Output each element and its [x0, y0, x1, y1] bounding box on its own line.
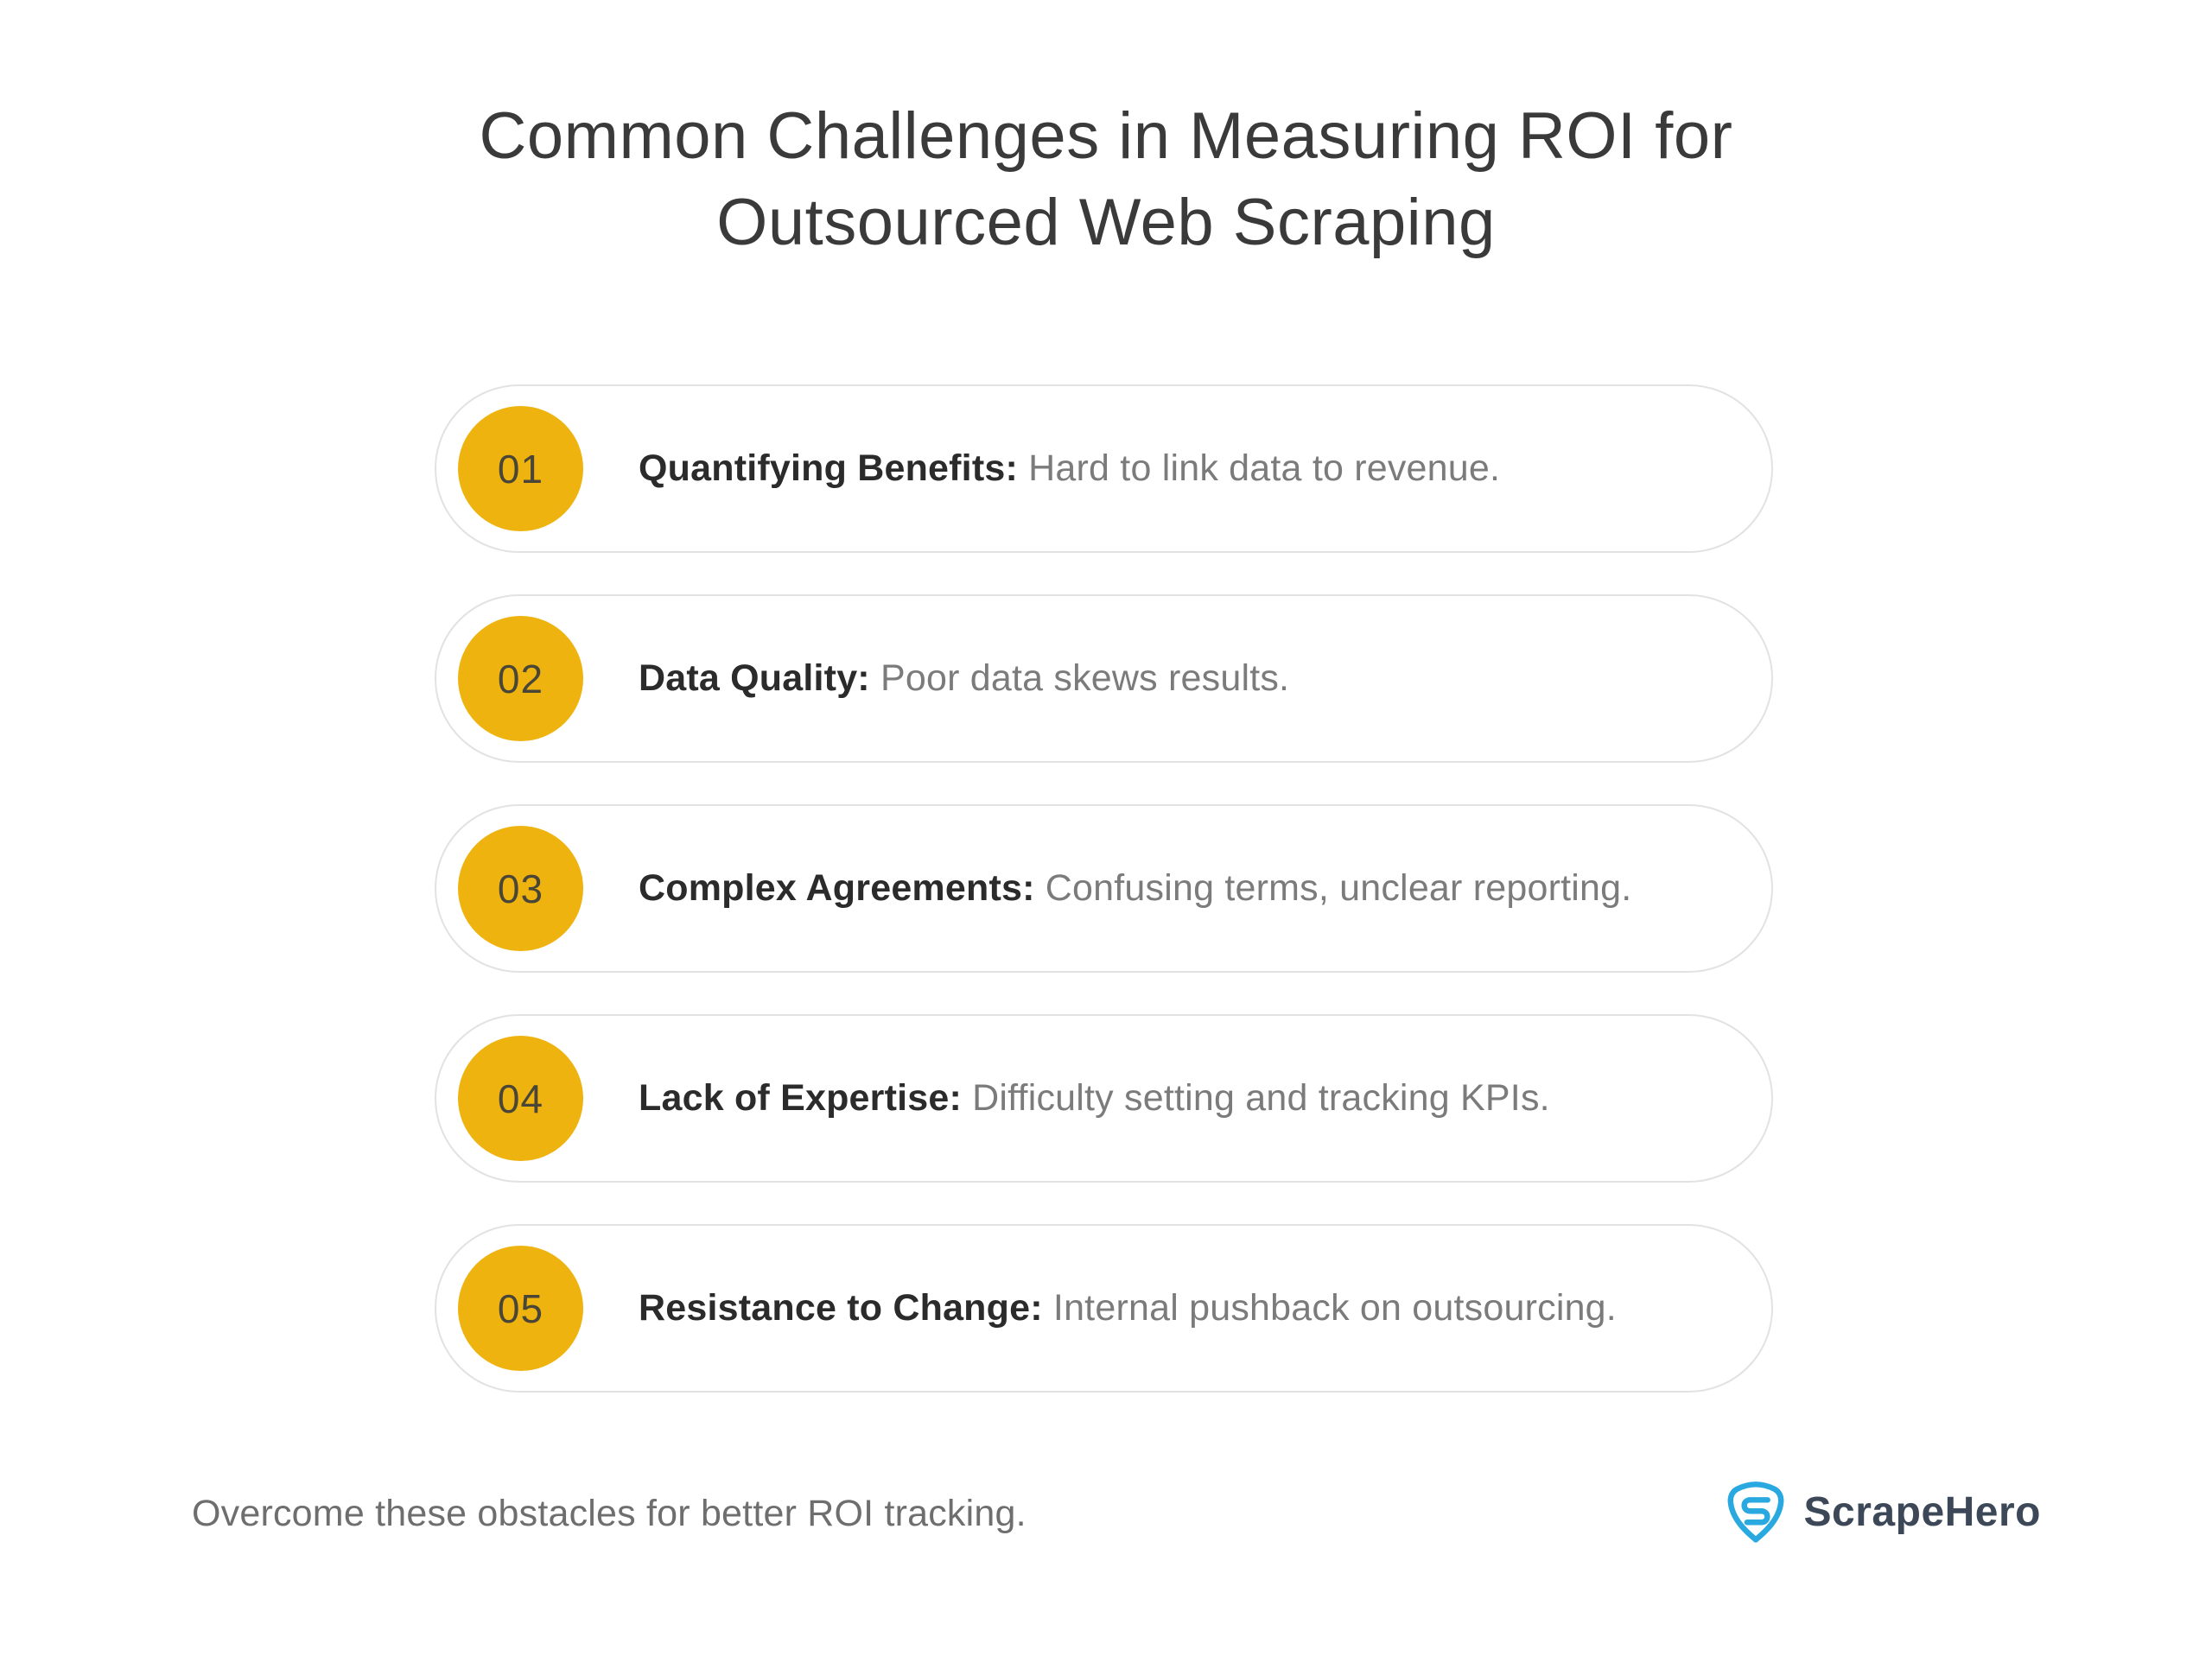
item-number: 04 — [497, 1075, 544, 1121]
item-description: Internal pushback on outsourcing. — [1052, 1286, 1617, 1329]
item-description: Difficulty setting and tracking KPIs. — [972, 1076, 1550, 1119]
item-number-badge: 05 — [458, 1246, 583, 1371]
challenge-list: 01 Quantifying Benefits: Hard to link da… — [435, 384, 1773, 1393]
item-number-badge: 02 — [458, 616, 583, 741]
item-label: Data Quality: — [639, 657, 870, 699]
item-text: Quantifying Benefits: Hard to link data … — [639, 446, 1500, 492]
item-text: Lack of Expertise: Difficulty setting an… — [639, 1075, 1550, 1122]
item-number-badge: 01 — [458, 406, 583, 531]
list-item-2: 02 Data Quality: Poor data skews results… — [435, 594, 1773, 763]
page-title-line2: Outsourced Web Scraping — [716, 186, 1496, 259]
item-label: Lack of Expertise: — [639, 1076, 963, 1119]
item-text: Data Quality: Poor data skews results. — [639, 656, 1289, 702]
list-item-3: 03 Complex Agreements: Confusing terms, … — [435, 804, 1773, 973]
item-number: 05 — [497, 1285, 544, 1331]
item-number-badge: 03 — [458, 826, 583, 951]
list-item-4: 04 Lack of Expertise: Difficulty setting… — [435, 1014, 1773, 1183]
item-number: 02 — [497, 656, 544, 701]
list-item-5: 05 Resistance to Change: Internal pushba… — [435, 1224, 1773, 1393]
list-item-1: 01 Quantifying Benefits: Hard to link da… — [435, 384, 1773, 553]
item-description: Hard to link data to revenue. — [1028, 447, 1501, 489]
item-description: Confusing terms, unclear reporting. — [1045, 866, 1632, 909]
item-number-badge: 04 — [458, 1036, 583, 1161]
item-label: Quantifying Benefits: — [639, 447, 1018, 489]
item-number: 03 — [497, 866, 544, 911]
shield-logo-icon — [1727, 1482, 1783, 1543]
page-title-line1: Common Challenges in Measuring ROI for — [479, 99, 1733, 173]
item-number: 01 — [497, 446, 544, 492]
item-text: Resistance to Change: Internal pushback … — [639, 1285, 1617, 1332]
scrapehero-logo: ScrapeHero — [1725, 1479, 2041, 1545]
item-label: Complex Agreements: — [639, 866, 1035, 909]
item-label: Resistance to Change: — [639, 1286, 1043, 1329]
item-description: Poor data skews results. — [880, 657, 1290, 699]
item-text: Complex Agreements: Confusing terms, unc… — [639, 866, 1631, 912]
brand-name: ScrapeHero — [1803, 1488, 2041, 1535]
footer-note: Overcome these obstacles for better ROI … — [192, 1493, 1027, 1534]
